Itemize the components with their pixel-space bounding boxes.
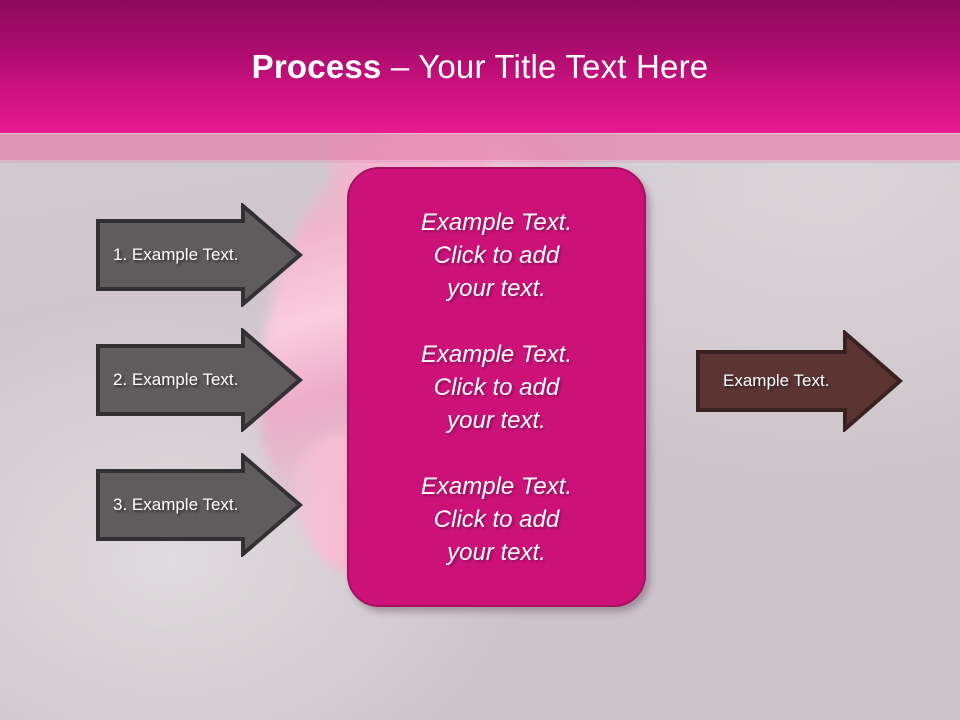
panel-text-block-2: Example Text. Click to add your text. [420, 340, 573, 434]
page-title: Process – Your Title Text Here [0, 0, 960, 133]
process-step-arrow-1[interactable]: 1. Example Text. [95, 203, 303, 307]
process-detail-panel[interactable]: Example Text. Click to add your text. Ex… [347, 167, 646, 607]
process-step-arrow-3[interactable]: 3. Example Text. [95, 453, 303, 557]
panel-text-block-3: Example Text. Click to add your text. [420, 472, 573, 566]
arrow-right-icon [696, 330, 903, 432]
page-title-rest: – Your Title Text Here [381, 47, 709, 85]
process-step-arrow-2[interactable]: 2. Example Text. [95, 328, 303, 432]
header-accent-band [0, 134, 960, 160]
header-accent-band-edge [0, 160, 960, 163]
panel-text-block-1: Example Text. Click to add your text. [420, 208, 573, 302]
arrow-right-icon [96, 203, 303, 307]
arrow-right-icon [96, 453, 303, 557]
page-title-bold: Process [251, 47, 382, 85]
process-result-arrow-label: Example Text. [723, 371, 830, 390]
process-step-arrow-3-label: 3. Example Text. [113, 495, 239, 514]
process-result-arrow[interactable]: Example Text. [695, 330, 903, 432]
slide-header [0, 0, 960, 133]
process-step-arrow-1-label: 1. Example Text. [113, 245, 239, 264]
process-step-arrow-2-label: 2. Example Text. [113, 370, 239, 389]
arrow-right-icon [96, 328, 303, 432]
